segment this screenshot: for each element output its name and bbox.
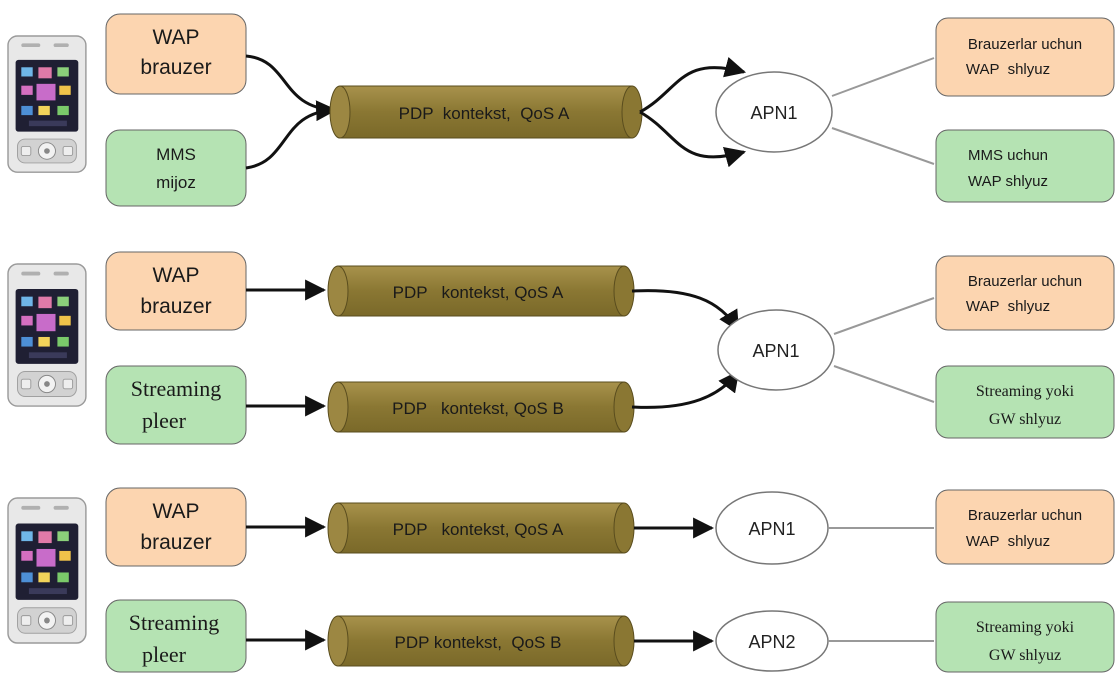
gateway-label-line2: WAP shlyuz [968,173,1048,190]
tube-label: PDP kontekst, QoS A [399,104,570,123]
apn-label: APN1 [748,519,795,539]
app-box-wap-brauzer: WAP brauzer [105,251,247,331]
gateway-box-mms: MMS uchun WAP shlyuz [935,129,1115,203]
app-label-line1: Streaming [129,610,219,635]
apn-label: APN2 [748,632,795,652]
app-label-line1: Streaming [131,376,221,401]
gateway-label-line1: Brauzerlar uchun [968,36,1082,53]
gateway-box-brauzer: Brauzerlar uchun WAP shlyuz [935,489,1115,565]
app-label-line2: brauzer [140,56,211,79]
app-label-line1: WAP [152,26,199,49]
apn-node: APN1 [715,71,833,153]
gateway-label-line2: WAP shlyuz [966,298,1050,315]
connector-line [831,57,935,97]
app-box-streaming-pleer: Streaming pleer [105,365,247,445]
row-2: WAP brauzer Streaming pleer PDP kontekst… [7,251,1115,445]
apn-node: APN2 [715,610,829,672]
pdp-context-tube: PDP kontekst, QoS B [327,381,635,433]
gateway-label-line2: WAP shlyuz [966,61,1050,78]
gateway-label-line1: Brauzerlar uchun [968,507,1082,524]
tube-label: PDP kontekst, QoS B [392,399,564,418]
tube-label: PDP kontekst, QoS A [393,520,564,539]
app-label-line2: mijoz [156,173,196,192]
connector-arrow [639,57,747,114]
gateway-box-streaming: Streaming yoki GW shlyuz [935,601,1115,673]
gateway-box-streaming: Streaming yoki GW shlyuz [935,365,1115,439]
tube-label: PDP kontekst, QoS B [395,633,562,652]
connector-arrow [631,370,740,409]
gateway-label-line1: Streaming yoki [976,383,1075,400]
gateway-label-line1: Streaming yoki [976,619,1075,636]
pdp-context-tube: PDP kontekst, QoS A [327,502,635,554]
mobile-phone-icon [7,35,87,173]
gateway-label-line2: GW shlyuz [989,647,1061,664]
apn-label: APN1 [750,103,797,123]
apn-node: APN1 [717,309,835,391]
app-label-line2: pleer [142,642,187,667]
tube-label: PDP kontekst, QoS A [393,283,564,302]
gateway-label-line1: Brauzerlar uchun [968,273,1082,290]
gateway-label-line2: WAP shlyuz [966,533,1050,550]
connector-line [831,127,935,165]
app-label-line1: WAP [152,264,199,287]
connector-arrow [631,289,740,332]
pdp-context-tube: PDP kontekst, QoS A [327,265,635,317]
app-label-line1: WAP [152,500,199,523]
pdp-context-tube: PDP kontekst, QoS A [329,85,643,139]
app-box-wap-brauzer: WAP brauzer [105,487,247,567]
connector-line [833,297,935,335]
gateway-label-line1: MMS uchun [968,147,1048,164]
row-3: WAP brauzer Streaming pleer PDP kontekst… [7,487,1115,673]
app-box-streaming-pleer: Streaming pleer [105,599,247,673]
gateway-label-line2: GW shlyuz [989,411,1061,428]
app-label-line2: brauzer [140,531,211,554]
pdp-context-tube: PDP kontekst, QoS B [327,615,635,667]
app-label-line2: brauzer [140,295,211,318]
app-box-mms-mijoz: MMS mijoz [105,129,247,207]
mobile-phone-icon [7,263,87,407]
connector-arrow [245,100,338,170]
app-label-line1: MMS [156,145,196,164]
gateway-box-brauzer: Brauzerlar uchun WAP shlyuz [935,17,1115,97]
app-label-line2: pleer [142,408,187,433]
gateway-box-brauzer: Brauzerlar uchun WAP shlyuz [935,255,1115,331]
mobile-phone-icon [7,497,87,644]
apn-node: APN1 [715,491,829,565]
row-1: WAP brauzer MMS mijoz PDP kontekst, QoS … [7,13,1115,207]
app-box-wap-brauzer: WAP brauzer [105,13,247,95]
connector-line [833,365,935,403]
connector-arrow [639,110,747,168]
apn-label: APN1 [752,341,799,361]
connector-line [245,54,336,112]
